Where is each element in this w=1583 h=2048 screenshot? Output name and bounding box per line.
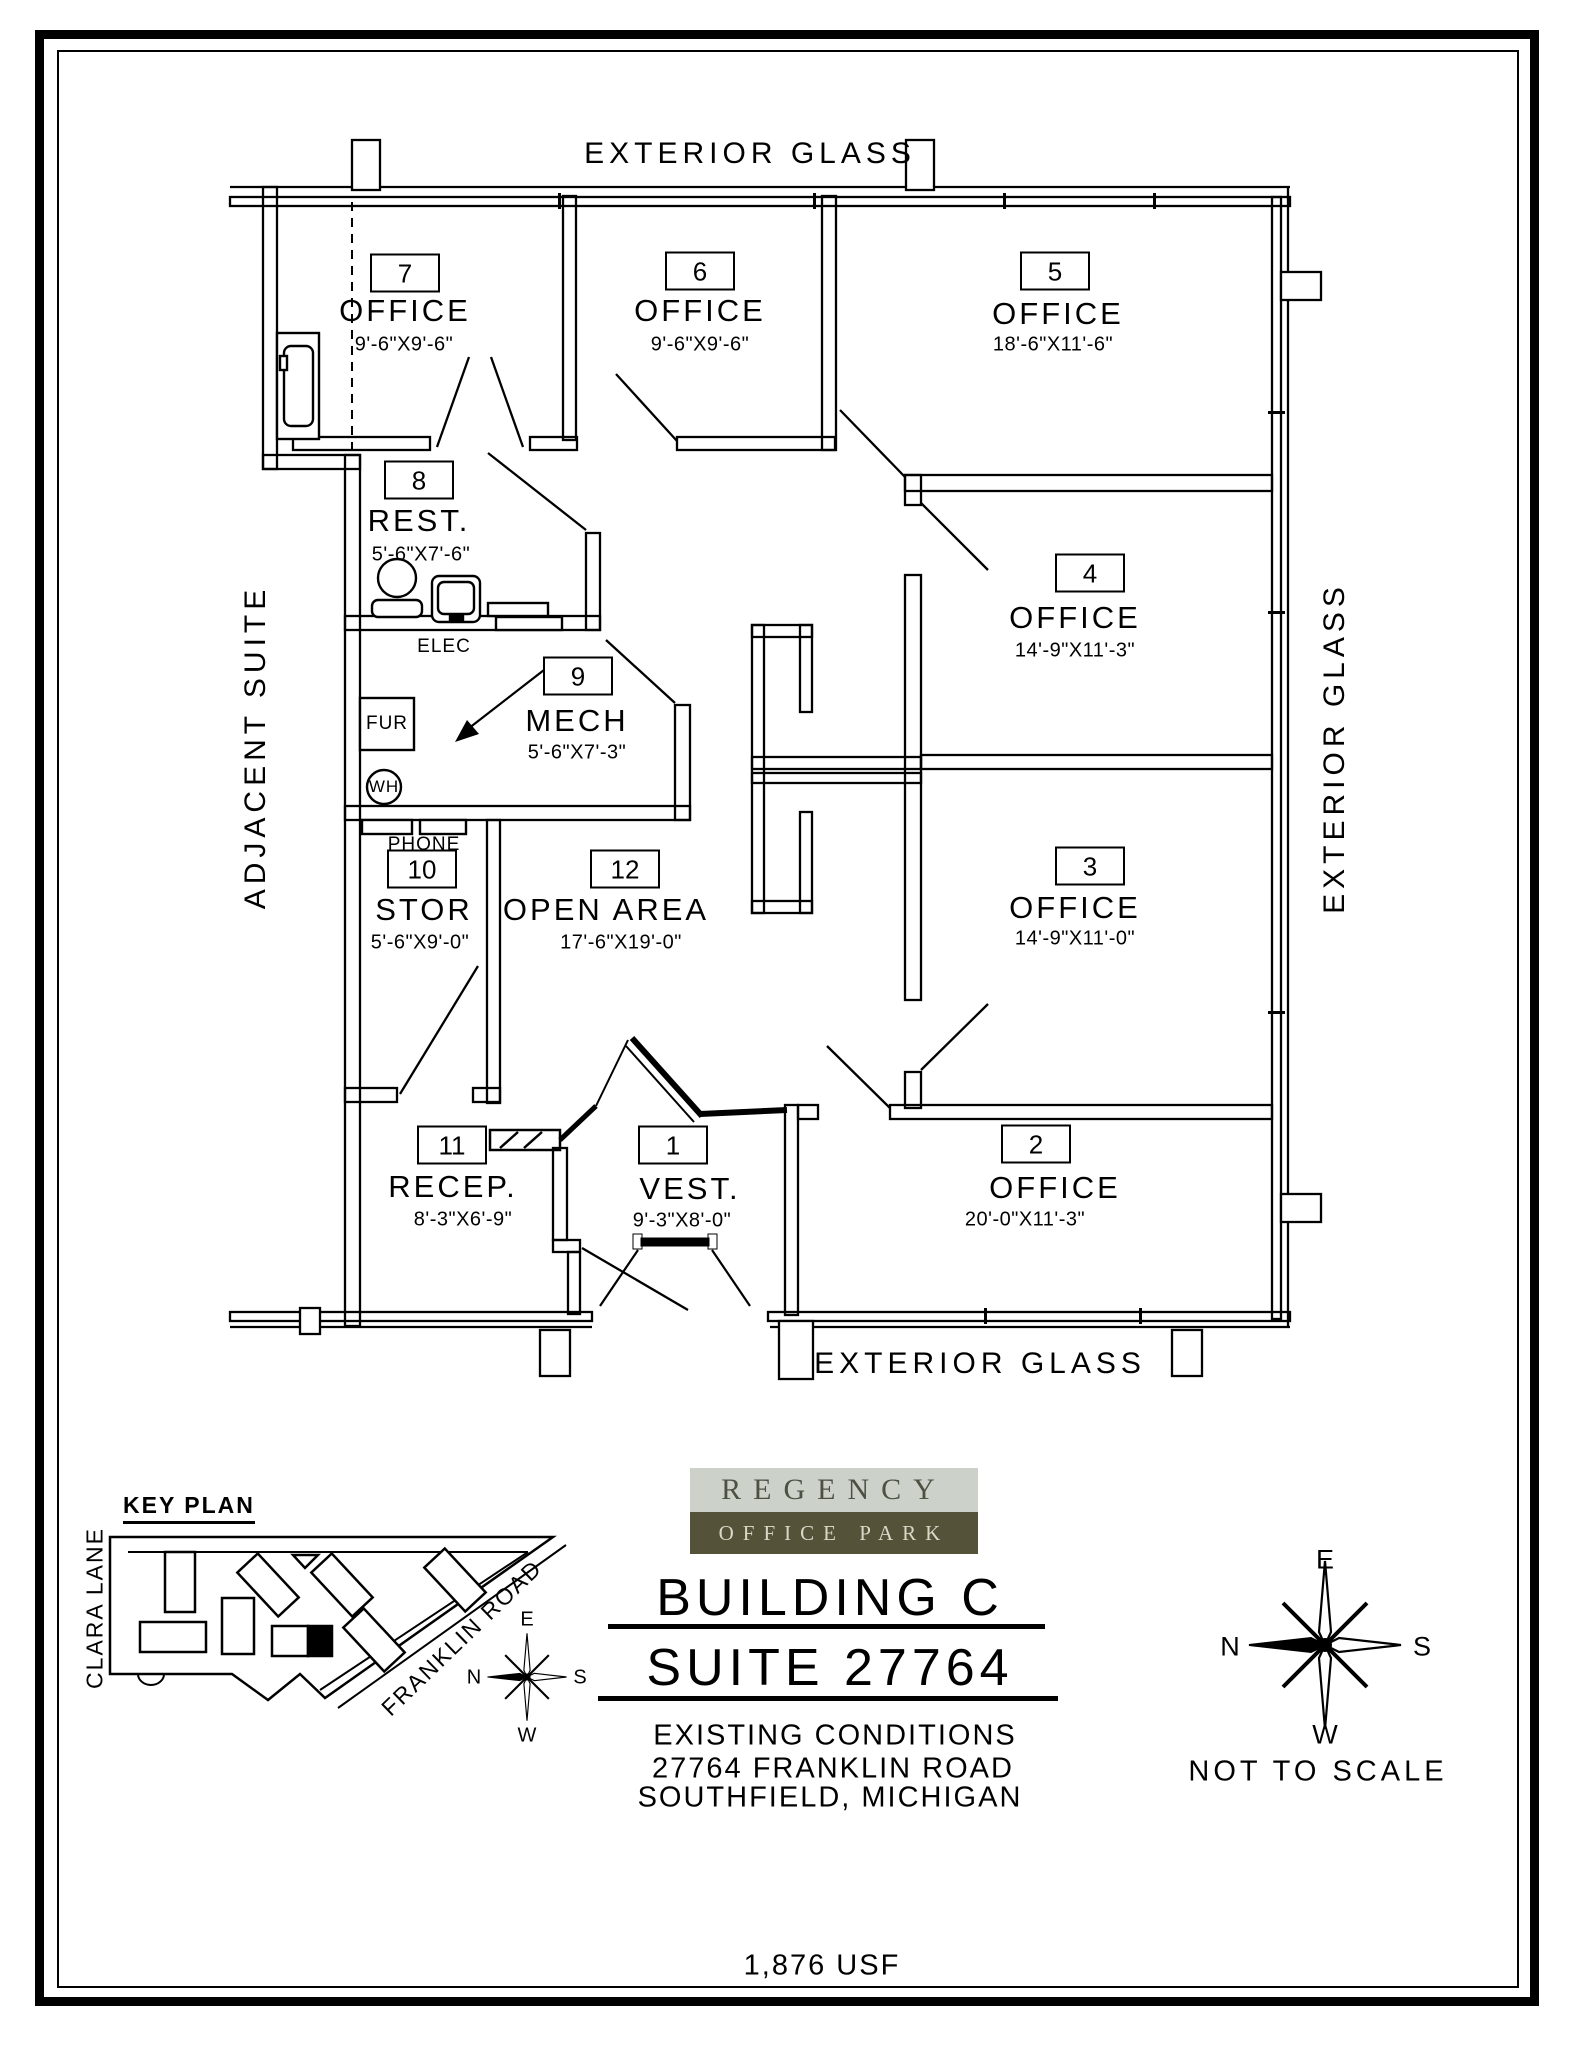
- key-plan-title: KEY PLAN: [123, 1492, 255, 1524]
- vestibule-walls: [558, 1035, 788, 1307]
- fixtures: [275, 331, 564, 836]
- room-5-number: 5: [1020, 251, 1090, 291]
- phone-label: PHONE: [387, 834, 461, 855]
- exterior-glass-label-bottom: EXTERIOR GLASS: [814, 1347, 1146, 1380]
- room-10-dims: 5'-6"X9'-0": [370, 931, 470, 954]
- room-2-number: 2: [1001, 1124, 1071, 1164]
- glass-mullions: [558, 193, 1285, 1324]
- not-to-scale-note: NOT TO SCALE: [1188, 1755, 1448, 1788]
- room-5-dims: 18'-6"X11'-6": [992, 333, 1114, 356]
- sheet-border-outer: [35, 30, 1539, 2006]
- fur-label: FUR: [365, 713, 409, 734]
- room-8-dims: 5'-6"X7'-6": [371, 543, 471, 566]
- compass-e: E: [1315, 1544, 1335, 1575]
- room-12-name: OPEN AREA: [502, 892, 710, 927]
- regency-office-park-logo: REGENCY OFFICE PARK: [690, 1468, 978, 1554]
- compass-w: W: [1312, 1719, 1338, 1750]
- adjacent-suite-label: ADJACENT SUITE: [239, 584, 272, 910]
- key-compass-e: E: [520, 1608, 534, 1631]
- room-9-dims: 5'-6"X7'-3": [527, 741, 627, 764]
- room-6-name: OFFICE: [634, 293, 766, 328]
- room-9-name: MECH: [525, 703, 629, 738]
- title-building: BUILDING C: [656, 1569, 1004, 1627]
- columns: [298, 138, 1323, 1381]
- room-1-number: 1: [638, 1125, 708, 1165]
- key-compass-n: N: [466, 1666, 482, 1689]
- title-rule-2: [598, 1696, 1058, 1701]
- door-leaves: [399, 356, 989, 1311]
- compass-rose: [1247, 1559, 1403, 1731]
- elec-label: ELEC: [417, 636, 471, 657]
- title-existing-conditions: EXISTING CONDITIONS: [653, 1719, 1017, 1752]
- logo-regency: REGENCY: [690, 1468, 978, 1512]
- room-3-number: 3: [1055, 846, 1125, 886]
- room-11-dims: 8'-3"X6'-9": [413, 1208, 513, 1231]
- room-9-number: 9: [543, 656, 613, 696]
- exterior-glass-label-right: EXTERIOR GLASS: [1318, 582, 1351, 914]
- room-3-name: OFFICE: [1009, 890, 1141, 925]
- room-2-name: OFFICE: [989, 1170, 1121, 1205]
- room-6-number: 6: [665, 251, 735, 291]
- logo-office-park: OFFICE PARK: [690, 1512, 978, 1554]
- room-4-dims: 14'-9"X11'-3": [1014, 639, 1136, 662]
- room-10-name: STOR: [375, 892, 473, 927]
- title-city: SOUTHFIELD, MICHIGAN: [637, 1781, 1023, 1814]
- exterior-glass-label-top: EXTERIOR GLASS: [584, 137, 916, 170]
- room-4-number: 4: [1055, 553, 1125, 593]
- room-10-number: 10: [387, 849, 457, 889]
- key-compass-s: S: [573, 1666, 587, 1689]
- title-rule-1: [608, 1624, 1045, 1629]
- key-plan-compass: [486, 1632, 568, 1722]
- compass-s: S: [1412, 1631, 1432, 1662]
- usable-area: 1,876 USF: [743, 1949, 901, 1982]
- room-3-dims: 14'-9"X11'-0": [1014, 927, 1136, 950]
- room-6-dims: 9'-6"X9'-6": [650, 333, 750, 356]
- key-compass-w: W: [517, 1724, 537, 1747]
- room-1-name: VEST.: [639, 1171, 741, 1206]
- sheet-border-inner: [57, 50, 1519, 1988]
- room-5-name: OFFICE: [992, 296, 1124, 331]
- clara-lane-label: CLARA LANE: [81, 1527, 108, 1689]
- room-1-dims: 9'-3"X8'-0": [632, 1209, 732, 1232]
- key-plan-drawing: [108, 1535, 567, 1709]
- room-12-number: 12: [590, 849, 660, 889]
- room-11-name: RECEP.: [388, 1169, 518, 1204]
- room-2-dims: 20'-0"X11'-3": [964, 1208, 1086, 1231]
- recep-sidelite: [488, 1128, 562, 1152]
- wh-label: WH: [368, 777, 400, 796]
- title-address: 27764 FRANKLIN ROAD: [652, 1752, 1014, 1785]
- title-suite: SUITE 27764: [646, 1639, 1014, 1697]
- room-7-number: 7: [370, 253, 440, 293]
- room-4-name: OFFICE: [1009, 600, 1141, 635]
- room-7-name: OFFICE: [339, 293, 471, 328]
- interior-walls: [261, 185, 1274, 1328]
- room-8-name: REST.: [367, 503, 471, 538]
- room-8-number: 8: [384, 460, 454, 500]
- room-7-dims: 9'-6"X9'-6": [354, 333, 454, 356]
- leader-arrow: [455, 669, 545, 742]
- room-11-number: 11: [417, 1125, 487, 1165]
- room-12-dims: 17'-6"X19'-0": [560, 931, 682, 954]
- compass-n: N: [1220, 1631, 1240, 1662]
